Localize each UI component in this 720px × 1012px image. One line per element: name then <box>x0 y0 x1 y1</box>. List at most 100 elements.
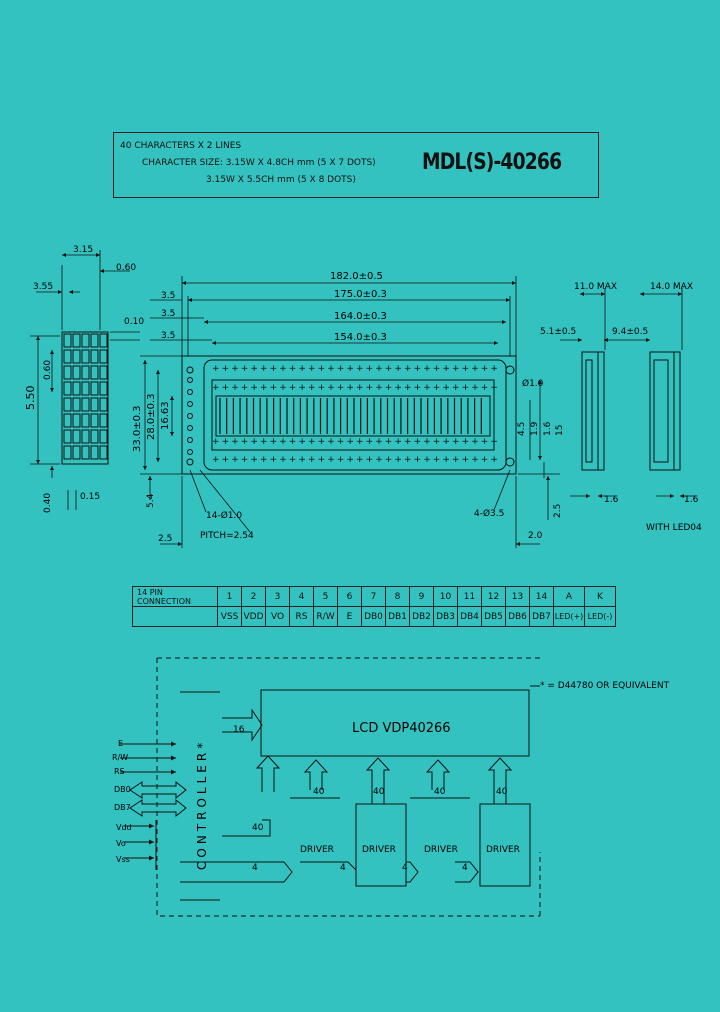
plus-mark: + <box>490 437 498 447</box>
dot-cell <box>81 397 90 412</box>
plus-mark: + <box>366 383 374 393</box>
plus-mark: + <box>222 364 230 374</box>
pin-number: 10 <box>433 586 458 607</box>
dot-cell <box>81 381 90 396</box>
dim-175: 175.0±0.3 <box>334 289 387 300</box>
plus-mark: + <box>452 383 460 393</box>
plus-mark: + <box>279 437 287 447</box>
plus-mark: + <box>260 455 268 465</box>
plus-mark: + <box>222 383 230 393</box>
plus-mark: + <box>231 437 239 447</box>
driver-box-2 <box>355 803 407 887</box>
pin-number: 7 <box>361 586 386 607</box>
plus-mark: + <box>404 437 412 447</box>
dim-2-5-right: 2.5 <box>553 504 563 518</box>
plus-mark: + <box>462 455 470 465</box>
plus-mark: + <box>337 364 345 374</box>
pin-number: 3 <box>265 586 290 607</box>
pin-signal: VDD <box>241 606 266 627</box>
dim-1-6-a: 1.6 <box>604 495 619 505</box>
dot-cell <box>81 445 90 460</box>
pin-signal: DB6 <box>505 606 530 627</box>
dim-side-a: 4.5 <box>517 422 527 436</box>
plus-mark: + <box>356 383 364 393</box>
signal-vo: Vo <box>116 839 126 848</box>
plus-mark: + <box>270 364 278 374</box>
pin-hole <box>187 449 193 455</box>
plus-mark: + <box>327 364 335 374</box>
pin-signal: R/W <box>313 606 338 627</box>
plus-mark: + <box>289 364 297 374</box>
plus-mark: + <box>414 437 422 447</box>
plus-mark: + <box>308 437 316 447</box>
plus-mark: + <box>327 455 335 465</box>
pin-signal: DB7 <box>529 606 554 627</box>
dim-side-b: 1.9 <box>530 421 540 436</box>
dim-2-5-bottom: 2.5 <box>158 534 172 544</box>
plus-mark: + <box>481 364 489 374</box>
plus-mark: + <box>241 455 249 465</box>
plus-mark: + <box>423 455 431 465</box>
dim-phi-1-0: Ø1.0 <box>522 378 544 389</box>
dim-0-40: 0.40 <box>43 493 53 513</box>
bus-40-c: 40 <box>434 787 446 797</box>
spec-line-3: 3.15W X 5.5CH mm (5 X 8 DOTS) <box>206 175 356 185</box>
plus-mark: + <box>356 437 364 447</box>
plus-mark: + <box>318 455 326 465</box>
plus-mark: + <box>375 455 383 465</box>
dim-0-15: 0.15 <box>80 492 100 502</box>
signal-vss: Vss <box>116 855 130 864</box>
bus-4-c: 4 <box>402 863 408 873</box>
pin-signal: RS <box>289 606 314 627</box>
pin-number: 1 <box>217 586 242 607</box>
plus-mark: + <box>414 455 422 465</box>
pin-hole <box>187 413 193 419</box>
dim-2-0-bottom: 2.0 <box>528 531 543 541</box>
with-led-label: WITH LED04 <box>646 523 702 533</box>
dim-33: 33.0±0.3 <box>132 405 143 452</box>
pin-number: 9 <box>409 586 434 607</box>
signal-db7: DB7 <box>114 803 131 812</box>
dot-cell <box>63 349 72 364</box>
pin-number: 12 <box>481 586 506 607</box>
plus-mark: + <box>462 383 470 393</box>
pin-signal: LED(+) <box>553 606 585 627</box>
plus-mark: + <box>289 455 297 465</box>
dim-3-5-b: 3.5 <box>161 309 175 319</box>
plus-mark: + <box>337 437 345 447</box>
plus-mark: + <box>298 364 306 374</box>
plus-mark: + <box>298 455 306 465</box>
driver-box-4 <box>479 803 531 887</box>
signal-e: E <box>118 739 123 748</box>
plus-mark: + <box>490 455 498 465</box>
plus-mark: + <box>337 455 345 465</box>
plus-mark: + <box>375 383 383 393</box>
plus-mark: + <box>289 437 297 447</box>
plus-mark: + <box>346 455 354 465</box>
dot-cell <box>63 413 72 428</box>
dim-side-d: 15 <box>555 425 565 436</box>
plus-mark: + <box>212 364 220 374</box>
plus-mark: + <box>385 455 393 465</box>
dim-164: 164.0±0.3 <box>334 311 387 322</box>
plus-mark: + <box>337 383 345 393</box>
dot-cell <box>63 397 72 412</box>
plus-mark: + <box>404 383 412 393</box>
plus-mark: + <box>222 455 230 465</box>
plus-mark: + <box>404 364 412 374</box>
pin-number: K <box>584 586 616 607</box>
pin-number: A <box>553 586 585 607</box>
signal-vdd: Vdd <box>116 823 132 832</box>
dim-5-50: 5.50 <box>24 386 37 411</box>
pin-hole <box>187 425 193 431</box>
plus-mark: + <box>260 437 268 447</box>
dim-11-max: 11.0 MAX <box>574 282 617 292</box>
pin-signal: DB2 <box>409 606 434 627</box>
dim-0-10: 0.10 <box>124 317 144 327</box>
pin-signal: DB4 <box>457 606 482 627</box>
plus-mark: + <box>452 364 460 374</box>
plus-mark: + <box>231 383 239 393</box>
plus-mark: + <box>471 437 479 447</box>
dim-0-60-top: 0.60 <box>116 263 136 273</box>
bus-40-a: 40 <box>313 787 325 797</box>
